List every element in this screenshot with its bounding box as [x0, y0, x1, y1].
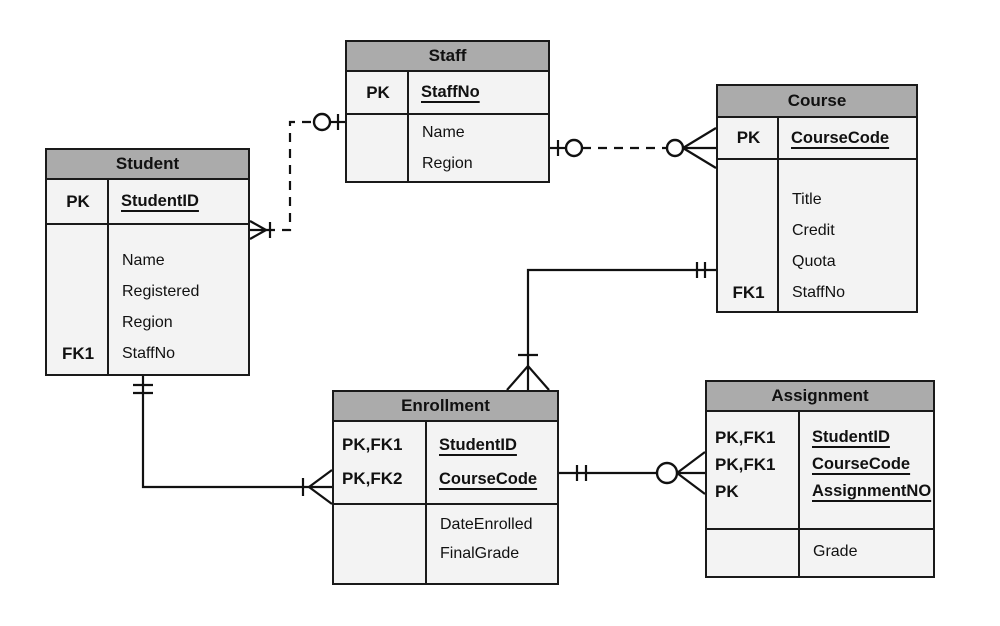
attribute: Grade	[813, 543, 858, 560]
entity-staff: Staff PK StaffNo Name Region	[345, 40, 550, 183]
key-attribute: StaffNo	[421, 83, 480, 101]
crows-foot-many-icon	[308, 469, 333, 505]
attribute: Registered	[122, 282, 200, 300]
cardinality-zero-circle-icon	[665, 138, 685, 158]
entity-title: Student	[47, 150, 248, 180]
key-attribute: StudentID	[121, 192, 199, 210]
cardinality-zero-circle-icon	[564, 138, 584, 158]
relationship-line	[526, 268, 716, 367]
attribute: Name	[422, 123, 465, 141]
key-attribute: CourseCode	[791, 128, 890, 147]
key-attribute: CourseCode	[439, 469, 538, 488]
relationship-student-enrollment	[133, 376, 333, 505]
column-divider	[777, 160, 779, 311]
key-attribute: StudentID	[439, 435, 517, 454]
column-divider	[407, 72, 409, 113]
relationship-line	[141, 376, 310, 489]
key-constraint-label: PK,FK1	[342, 435, 403, 454]
key-constraint-label: PK	[715, 481, 739, 501]
crows-foot-many-icon	[676, 451, 706, 495]
relationship-line	[266, 120, 313, 232]
entity-title: Assignment	[707, 382, 933, 412]
cardinality-zero-circle-icon	[655, 461, 679, 485]
attribute: Quota	[792, 252, 836, 270]
entity-assignment: Assignment PK,FK1 StudentID PK,FK1 Cours…	[705, 380, 935, 578]
entity-title: Staff	[347, 42, 548, 72]
key-constraint-label: PK	[66, 191, 90, 211]
crows-foot-many-icon	[682, 127, 717, 169]
column-divider	[107, 180, 109, 223]
entity-enrollment: Enrollment PK,FK1 StudentID PK,FK2 Cours…	[332, 390, 559, 585]
crows-foot-many-icon	[506, 365, 550, 391]
key-constraint-label: PK,FK2	[342, 469, 403, 488]
attribute: Name	[122, 251, 165, 269]
column-divider	[107, 225, 109, 374]
attribute: Region	[422, 154, 473, 172]
attribute: StaffNo	[122, 344, 176, 362]
entity-course: Course PK CourseCode Title Credit Quota	[716, 84, 918, 313]
attribute: Title	[792, 190, 822, 208]
cardinality-exactly-one-bars-icon	[575, 465, 588, 481]
entity-title: Enrollment	[334, 392, 557, 422]
cardinality-exactly-one-bars-icon	[695, 262, 707, 278]
attribute: DateEnrolled	[440, 515, 533, 533]
column-divider	[798, 412, 800, 528]
relationship-course-enrollment	[506, 262, 716, 391]
column-divider	[425, 505, 427, 583]
cardinality-zero-circle-icon	[312, 112, 332, 132]
attribute: StaffNo	[792, 283, 846, 301]
column-divider	[777, 118, 779, 158]
relationship-staff-course	[550, 127, 717, 169]
cardinality-exactly-one-bars-icon	[133, 383, 153, 395]
key-constraint-label: PK,FK1	[715, 427, 776, 447]
crows-foot-many-icon	[249, 220, 267, 240]
entity-title: Course	[718, 86, 916, 118]
relationship-enrollment-assignment	[559, 451, 706, 495]
column-divider	[407, 115, 409, 181]
column-divider	[425, 422, 427, 503]
attribute: Region	[122, 313, 173, 331]
attribute: FinalGrade	[440, 544, 520, 562]
constraint-label: FK1	[732, 282, 765, 302]
key-attribute: CourseCode	[812, 455, 911, 473]
key-constraint-label: PK,FK1	[715, 454, 776, 474]
key-constraint-label: PK	[736, 128, 761, 147]
key-attribute: StudentID	[812, 428, 890, 446]
attribute: Credit	[792, 221, 835, 239]
key-constraint-label: PK	[366, 82, 390, 102]
key-attribute: AssignmentNO	[812, 482, 932, 500]
column-divider	[798, 530, 800, 576]
relationship-student-staff	[249, 112, 345, 240]
entity-student: Student PK StudentID Name Registered Reg…	[45, 148, 250, 376]
constraint-label: FK1	[61, 343, 95, 363]
